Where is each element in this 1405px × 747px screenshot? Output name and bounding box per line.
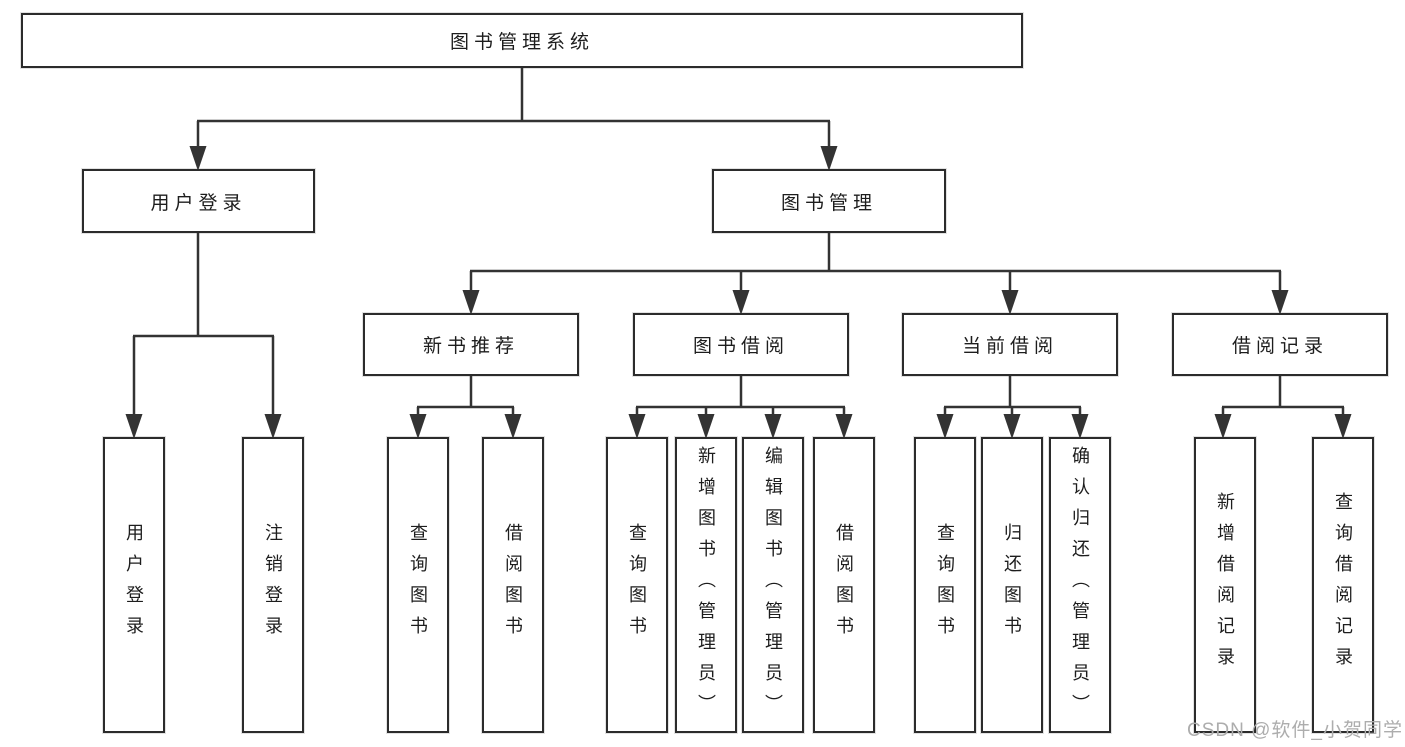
leaf-borrowing-query-books: 查询图书: [606, 437, 668, 733]
leaf-return-books: 归还图书: [981, 437, 1043, 733]
node-label: 注销登录: [263, 523, 283, 647]
leaf-add-borrow-record: 新增借阅记录: [1194, 437, 1256, 733]
leaf-recommend-query-books: 查询图书: [387, 437, 449, 733]
node-label: 图书借阅: [692, 336, 789, 357]
leaf-edit-books-admin: 编辑图书（管理员）: [742, 437, 804, 733]
node-new-book-recommendation: 新书推荐: [363, 313, 579, 376]
leaf-query-borrow-record: 查询借阅记录: [1312, 437, 1374, 733]
node-label: 查询借阅记录: [1333, 492, 1353, 678]
node-label: 用户登录: [150, 192, 247, 214]
node-label: 借阅图书: [834, 523, 854, 647]
node-current-borrowing: 当前借阅: [902, 313, 1118, 376]
leaf-confirm-return-admin: 确认归还（管理员）: [1049, 437, 1111, 733]
leaf-recommend-borrow-books: 借阅图书: [482, 437, 544, 733]
node-label: 查询图书: [627, 523, 647, 647]
node-label: 查询图书: [408, 523, 428, 647]
leaf-borrowing-borrow-books: 借阅图书: [813, 437, 875, 733]
node-label: 借阅图书: [503, 523, 523, 647]
leaf-add-books-admin: 新增图书（管理员）: [675, 437, 737, 733]
leaf-user-login: 用户登录: [103, 437, 165, 733]
node-label: 确认归还（管理员）: [1070, 445, 1090, 725]
node-label: 新书推荐: [422, 336, 519, 357]
csdn-watermark: CSDN @软件_小贺同学: [1187, 720, 1403, 741]
node-book-borrowing: 图书借阅: [633, 313, 849, 376]
node-user-login: 用户登录: [82, 169, 315, 233]
node-label: 图书管理系统: [449, 32, 594, 53]
node-label: 图书管理: [780, 192, 877, 214]
node-label: 新增图书（管理员）: [696, 445, 716, 725]
node-label: 借阅记录: [1231, 336, 1328, 357]
node-label: 用户登录: [124, 523, 144, 647]
node-library-management-system: 图书管理系统: [21, 13, 1023, 68]
node-book-management: 图书管理: [712, 169, 946, 233]
node-label: 编辑图书（管理员）: [763, 445, 783, 725]
leaf-current-query-books: 查询图书: [914, 437, 976, 733]
node-borrowing-records: 借阅记录: [1172, 313, 1388, 376]
node-label: 归还图书: [1002, 523, 1022, 647]
leaf-logout: 注销登录: [242, 437, 304, 733]
node-label: 当前借阅: [961, 336, 1058, 357]
node-label: 查询图书: [935, 523, 955, 647]
node-label: 新增借阅记录: [1215, 492, 1235, 678]
